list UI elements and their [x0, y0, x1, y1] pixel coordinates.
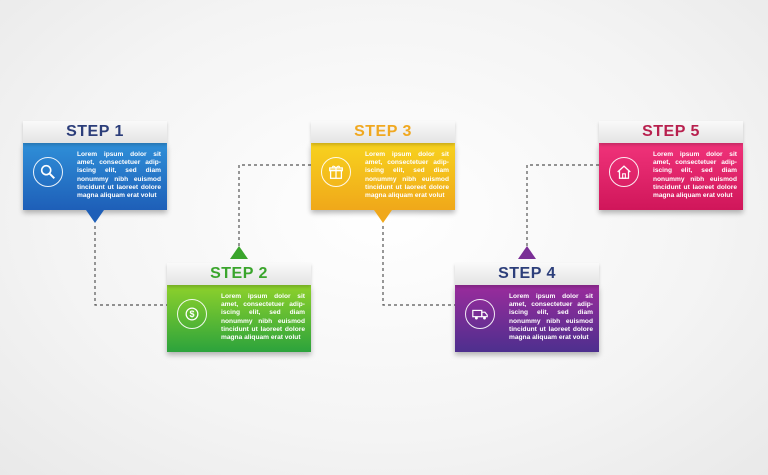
step-5-body: Lorem ipsum dolor sit amet, consectetuer… [599, 143, 743, 210]
step-5-header: STEP 5 [599, 121, 743, 143]
step-4-card: STEP 4 Lorem ipsum dolor sit amet, conse… [455, 246, 599, 352]
step-1-title: STEP 1 [66, 123, 124, 140]
step-2-description: Lorem ipsum dolor sit amet, consectetuer… [221, 293, 305, 342]
magnifier-icon [33, 157, 63, 187]
step-3-card: STEP 3 Lorem ipsum dolor sit amet, conse… [311, 121, 455, 223]
step-1-header: STEP 1 [23, 121, 167, 143]
step-4-description: Lorem ipsum dolor sit amet, consectetuer… [509, 293, 593, 342]
step-3-title: STEP 3 [354, 123, 412, 140]
step-1-pointer [86, 210, 104, 223]
step-3-pointer [374, 210, 392, 223]
gift-box-icon [321, 157, 351, 187]
dollar-coin-icon: $ [177, 299, 207, 329]
step-3-description: Lorem ipsum dolor sit amet, consectetuer… [365, 151, 449, 200]
step-1-body: Lorem ipsum dolor sit amet, consectetuer… [23, 143, 167, 210]
step-4-body: Lorem ipsum dolor sit amet, consectetuer… [455, 285, 599, 352]
step-4-title: STEP 4 [498, 265, 556, 282]
truck-icon [465, 299, 495, 329]
step-2-body: $ Lorem ipsum dolor sit amet, consectetu… [167, 285, 311, 352]
step-3-header: STEP 3 [311, 121, 455, 143]
step-5-card: STEP 5 Lorem ipsum dolor sit amet, conse… [599, 121, 743, 210]
step-2-header: STEP 2 [167, 263, 311, 285]
svg-text:$: $ [189, 309, 194, 319]
step-5-title: STEP 5 [642, 123, 700, 140]
step-1-description: Lorem ipsum dolor sit amet, consectetuer… [77, 151, 161, 200]
step-3-body: Lorem ipsum dolor sit amet, consectetuer… [311, 143, 455, 210]
house-icon [609, 157, 639, 187]
step-2-card: STEP 2 $ Lorem ipsum dolor sit amet, con… [167, 246, 311, 352]
step-1-card: STEP 1 Lorem ipsum dolor sit amet, conse… [23, 121, 167, 223]
step-2-title: STEP 2 [210, 265, 268, 282]
step-2-pointer [230, 246, 248, 259]
step-5-description: Lorem ipsum dolor sit amet, consectetuer… [653, 151, 737, 200]
step-4-header: STEP 4 [455, 263, 599, 285]
step-4-pointer [518, 246, 536, 259]
